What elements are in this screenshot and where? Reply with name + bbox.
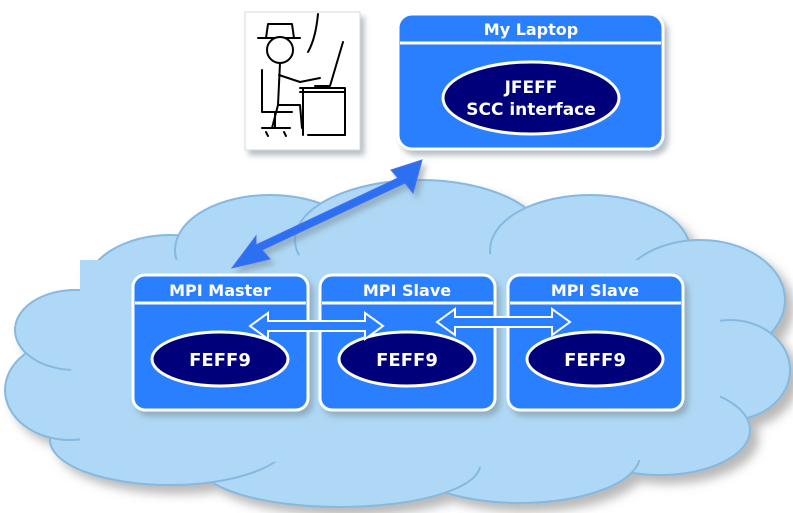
feff9-label-slave-1: FEFF9	[376, 350, 438, 371]
mpi-slave-title-2: MPI Slave	[551, 281, 639, 300]
jfeff-label: JFEFF	[504, 78, 558, 98]
slave1-slave2-link-arrow	[435, 307, 572, 337]
mpi-slave-title-1: MPI Slave	[363, 281, 451, 300]
mpi-master-title: MPI Master	[169, 281, 271, 300]
feff9-ellipse-slave-1: FEFF9	[337, 330, 477, 388]
feff9-label-slave-2: FEFF9	[564, 350, 626, 371]
feff9-ellipse-slave-2: FEFF9	[525, 330, 665, 388]
laptop-master-link-arrow	[230, 159, 423, 269]
feff9-label-master: FEFF9	[189, 350, 251, 371]
feff9-ellipse-master: FEFF9	[150, 330, 290, 388]
scc-interface-label: SCC interface	[466, 100, 596, 120]
user-at-computer-sketch-icon	[244, 11, 361, 151]
laptop-title: My Laptop	[484, 20, 578, 39]
jfeff-app-ellipse: JFEFF SCC interface	[441, 60, 621, 136]
master-slave1-link-arrow	[248, 311, 385, 341]
